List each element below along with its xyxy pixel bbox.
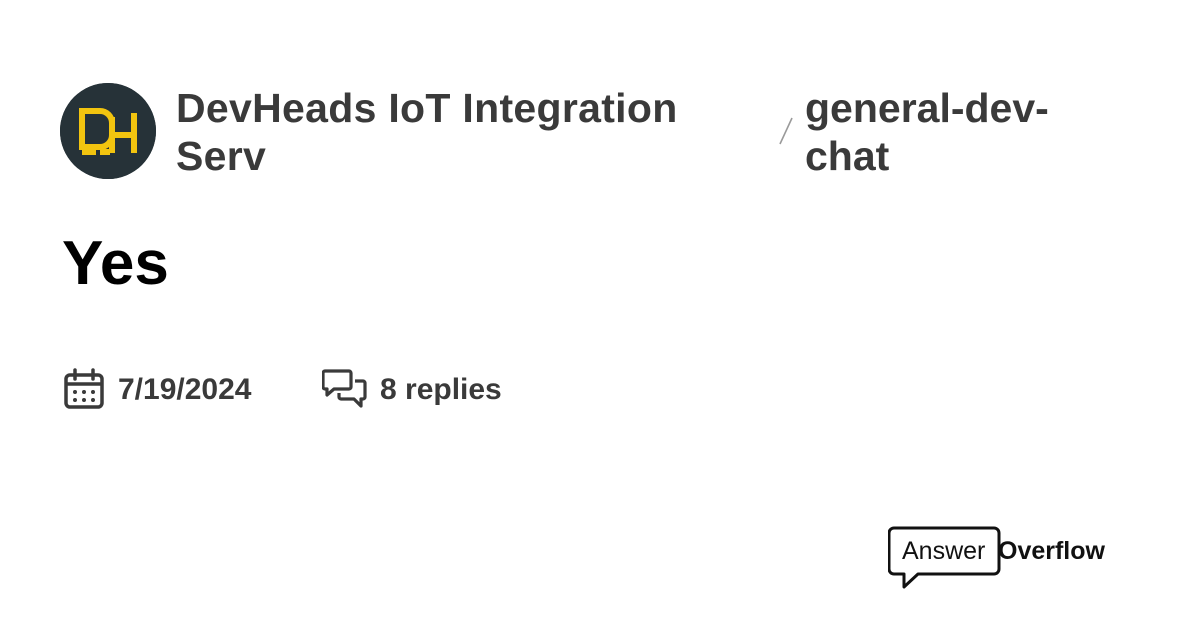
channel-name[interactable]: general-dev-chat	[805, 85, 1049, 179]
chat-bubbles-icon	[322, 369, 367, 408]
thread-date: 7/19/2024	[118, 373, 252, 406]
brand-overflow-text: Overflow	[998, 537, 1105, 565]
thread-title: Yes	[62, 229, 169, 298]
devheads-logo-icon	[60, 83, 156, 179]
slash-icon	[779, 117, 793, 145]
brand-answer-text: Answer	[902, 537, 986, 565]
reply-count: 8 replies	[380, 373, 502, 406]
server-avatar	[60, 83, 156, 179]
server-name[interactable]: DevHeads IoT Integration Serv	[176, 85, 678, 179]
speech-bubble-icon	[888, 526, 1001, 589]
calendar-icon	[64, 368, 104, 409]
answer-overflow-logo[interactable]: Answer Overflow	[888, 526, 1118, 592]
